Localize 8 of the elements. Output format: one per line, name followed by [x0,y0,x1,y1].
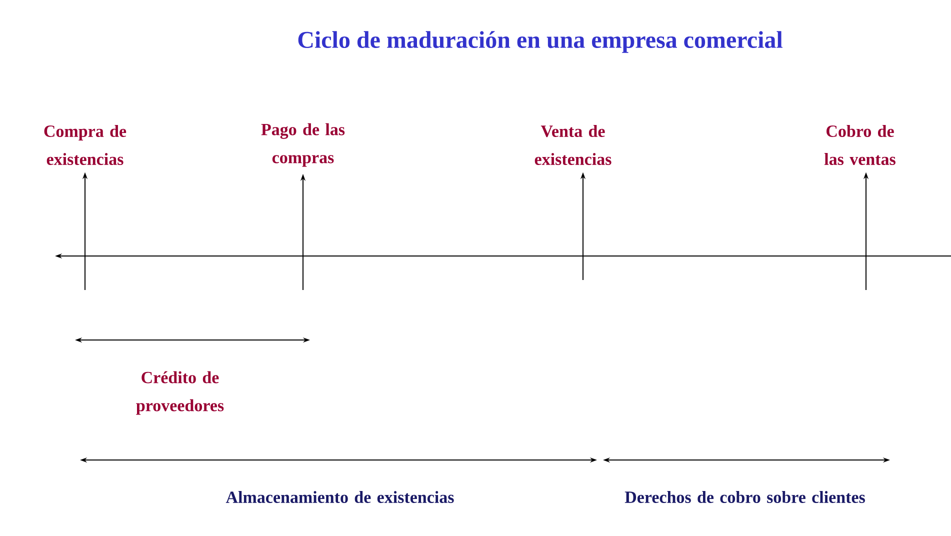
period-label: Crédito de proveedores [136,371,224,415]
event-label: Cobro de las ventas [824,125,896,165]
event-label: Venta de existencias [534,125,612,165]
period-label: Almacenamiento de existencias [226,491,454,503]
title: Ciclo de maduración en una empresa comercial [298,31,782,53]
period-label: Derechos de cobro sobre clientes [624,491,865,503]
event-label: Pago de las compras [261,123,345,167]
event-label: Compra de existencias [44,125,126,165]
